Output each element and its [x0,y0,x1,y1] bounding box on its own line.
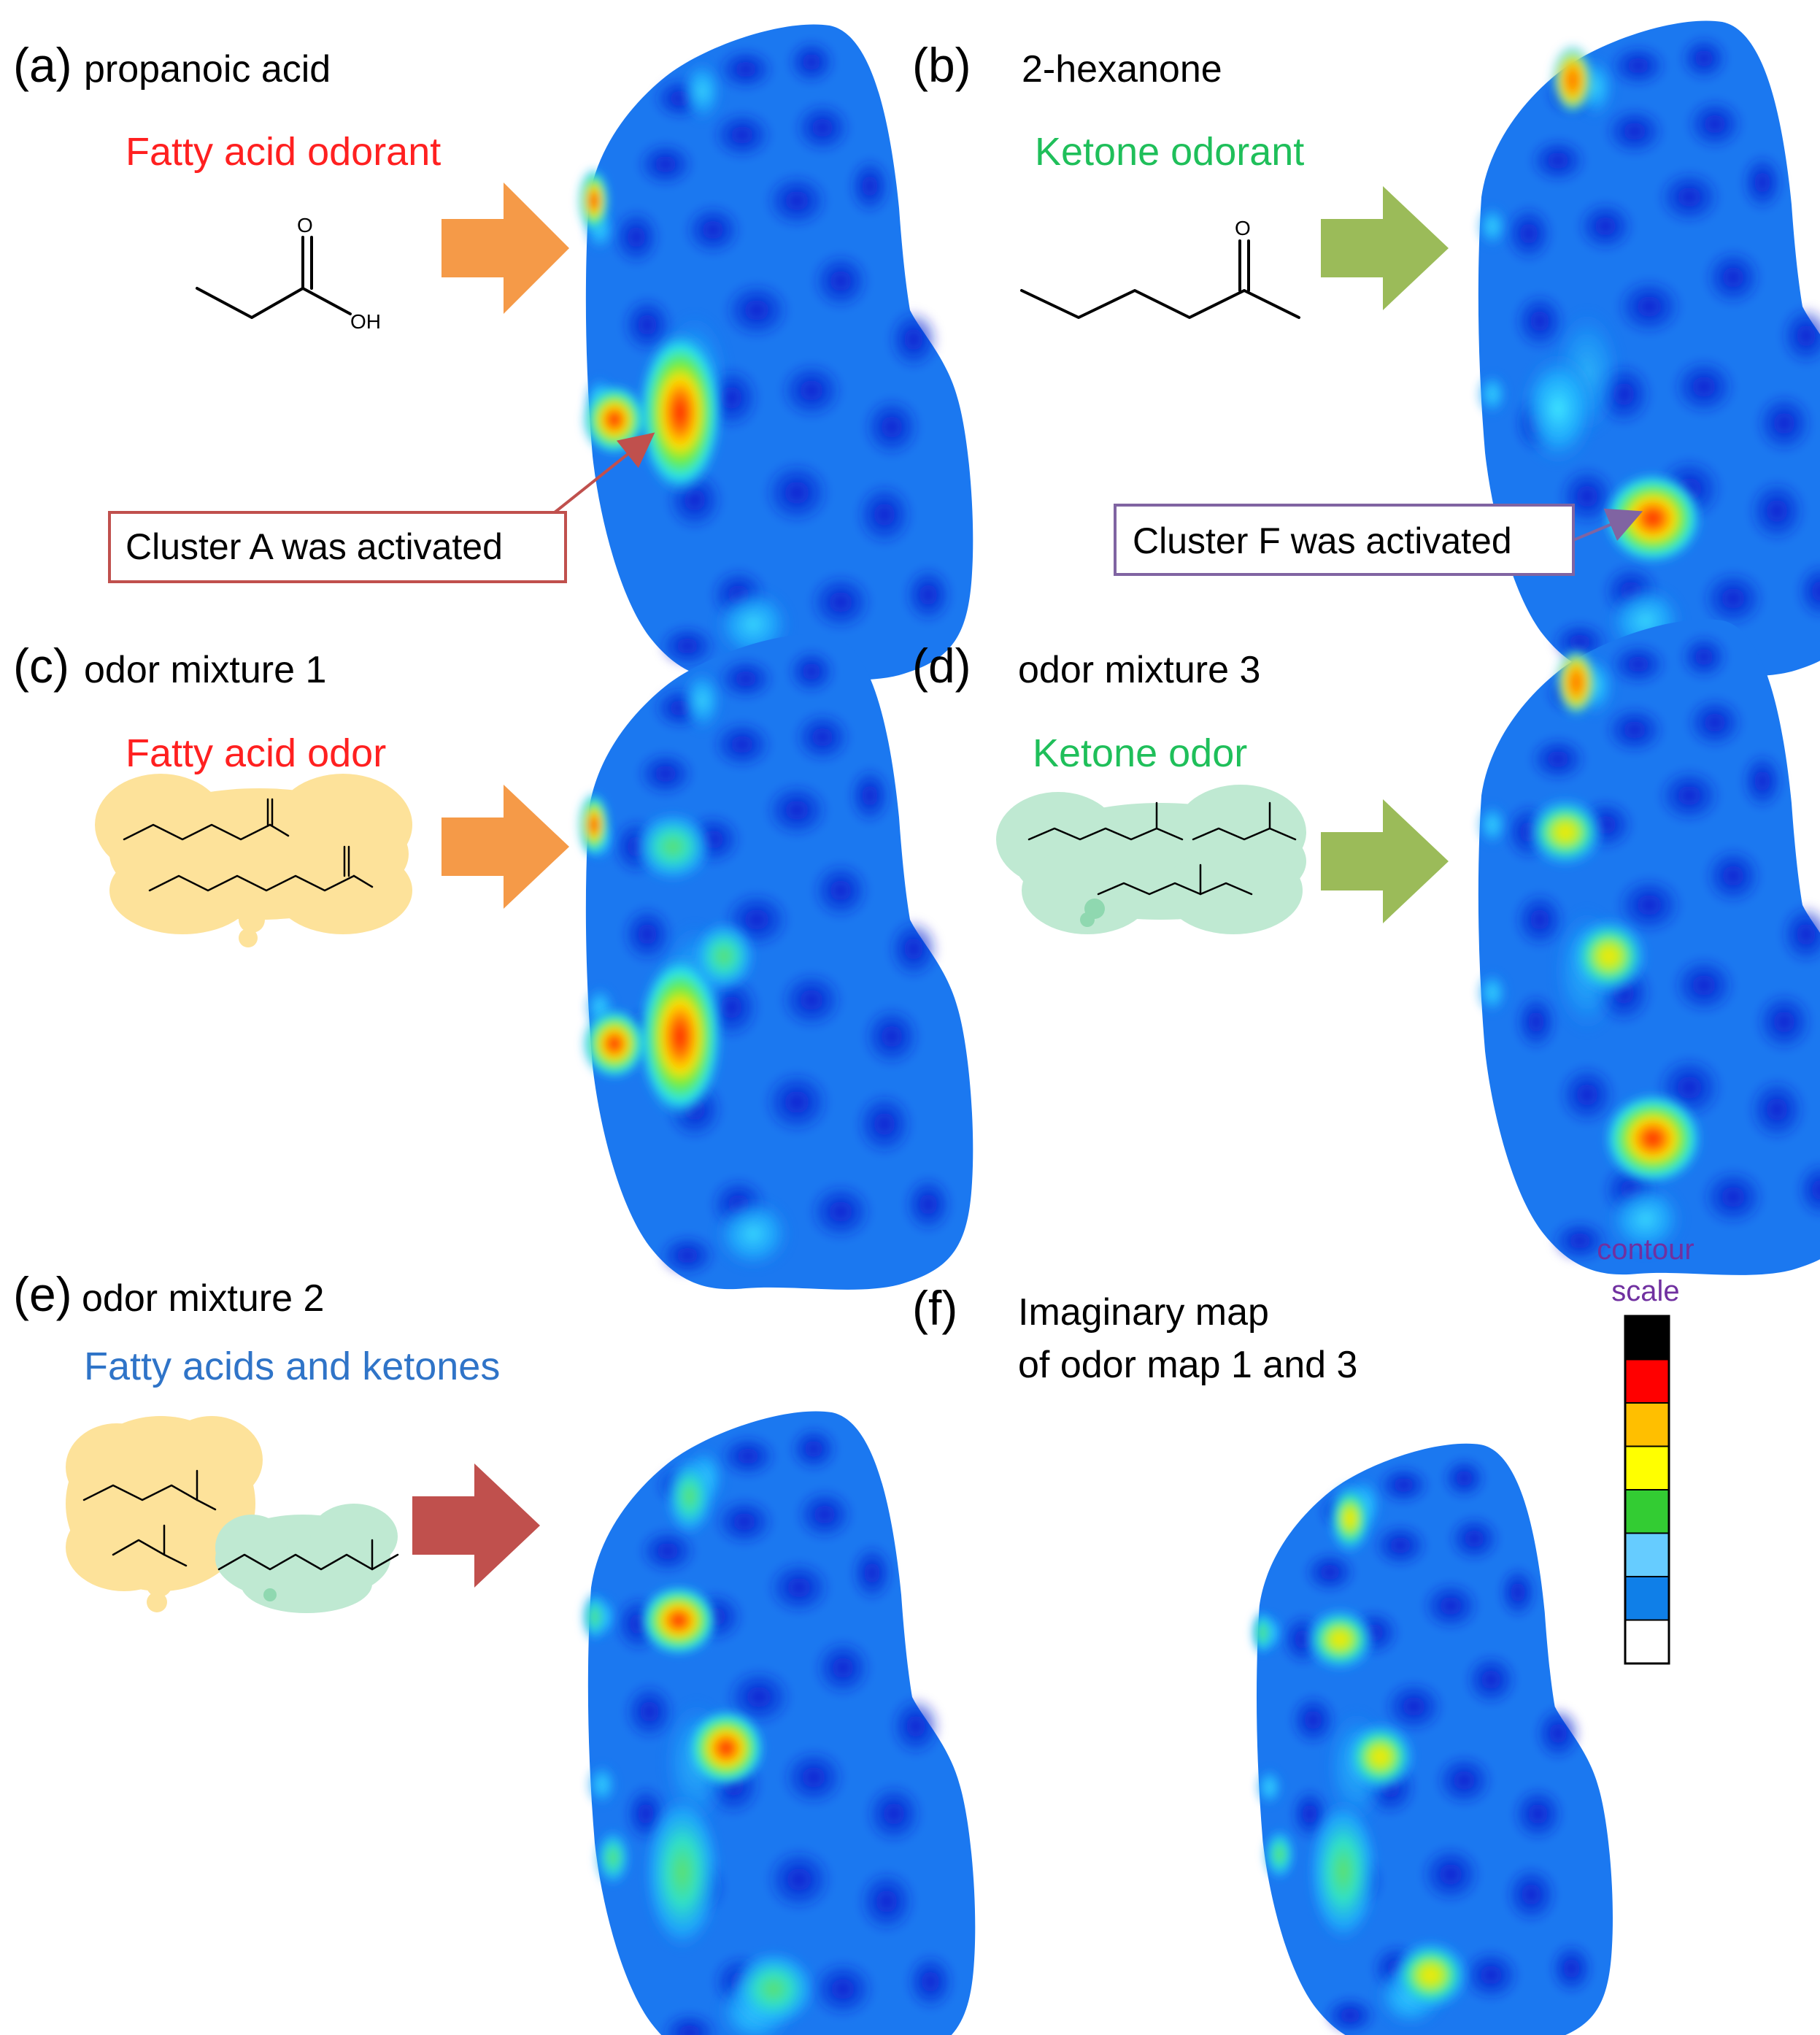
arrow-ketone-d [1321,799,1449,923]
contour-scale-title-line1: contour [1597,1234,1694,1266]
ketone-cloud [996,785,1306,934]
panel-f: (f) Imaginary map of odor map 1 and 3 [912,1281,1613,2035]
mixture-cloud-ketone [215,1504,398,1613]
odor-map-c [578,634,973,1289]
contour-scale-frame [1624,1315,1670,1665]
panel-b-title: 2-hexanone [1022,48,1222,91]
callout-a-pointer [553,432,655,514]
odor-map-d [1476,619,1820,1274]
contour-scale-swatch [1624,1532,1670,1577]
panel-d-title: odor mixture 3 [1018,649,1260,691]
panel-c: (c) odor mixture 1 Fatty acid odor [13,634,973,1289]
hydroxyl-label: OH [350,310,381,333]
panel-c-letter: (c) [13,639,69,693]
contour-scale-swatch [1624,1358,1670,1404]
contour-scale-swatch [1624,1489,1670,1534]
odor-map-f [1250,1444,1613,2035]
contour-scale-swatch [1624,1619,1670,1664]
panel-f-title-line1: Imaginary map [1018,1291,1269,1334]
panel-c-subtitle: Fatty acid odor [126,731,386,775]
panel-b-letter: (b) [912,38,971,92]
ketone-o-label: O [1235,217,1251,239]
panel-a-title: propanoic acid [84,48,331,91]
arrow-mixture-e [412,1463,540,1588]
panel-e: (e) odor mixture 2 Fatty acids and keton… [13,1267,975,2035]
callout-f-box [1114,504,1575,576]
contour-scale-title-line2: scale [1611,1275,1679,1307]
odor-map-a [578,24,973,680]
callout-a-box [108,511,567,583]
panel-d: (d) odor mixture 3 Ketone odor [912,619,1820,1274]
panel-b-subtitle: Ketone odorant [1035,130,1304,174]
contour-scale-swatch [1624,1402,1670,1447]
propanoic-acid-structure: O OH [196,214,381,333]
panel-e-title: odor mixture 2 [82,1277,324,1320]
panel-e-letter: (e) [13,1267,72,1321]
odor-map-e [582,1411,975,2035]
panel-f-title-line2: of odor map 1 and 3 [1018,1344,1357,1386]
cluster-f-hotspot [1602,471,1704,566]
panel-e-subtitle: Fatty acids and ketones [84,1345,500,1388]
ketone-structures [1027,801,1297,896]
fatty-acid-cloud [95,774,412,947]
2-hexanone-structure: O [1020,217,1300,319]
panel-a-subtitle: Fatty acid odorant [126,130,441,174]
odor-map-b [1476,20,1820,676]
panel-f-letter: (f) [912,1281,957,1335]
arrow-fatty-acid-c [441,785,569,909]
panel-d-subtitle: Ketone odor [1033,731,1247,775]
callout-f-text: Cluster F was activated [1133,520,1512,561]
callout-f-pointer [1573,508,1643,542]
mixture-structures [82,1469,399,1571]
contour-scale-swatch [1624,1576,1670,1621]
callout-a-text: Cluster A was activated [126,526,503,567]
panel-a: (a) propanoic acid Fatty acid odorant O … [13,24,973,680]
contour-scale-swatch [1624,1445,1670,1490]
panel-b: (b) 2-hexanone Ketone odorant O Cluster … [912,20,1820,676]
hexanoic-acid-structure [123,798,290,841]
panel-a-letter: (a) [13,38,72,92]
panel-c-title: odor mixture 1 [84,649,326,691]
panel-d-letter: (d) [912,639,971,693]
arrow-fatty-acid-a [441,182,569,314]
cluster-a-hotspot [636,328,724,496]
contour-scale: contour scale [1597,1234,1694,1665]
contour-scale-swatches [1624,1315,1670,1664]
carbonyl-o-label: O [297,214,313,236]
arrow-ketone-b [1321,186,1449,310]
octanoic-acid-structure [148,845,374,892]
contour-scale-swatch [1624,1315,1670,1361]
